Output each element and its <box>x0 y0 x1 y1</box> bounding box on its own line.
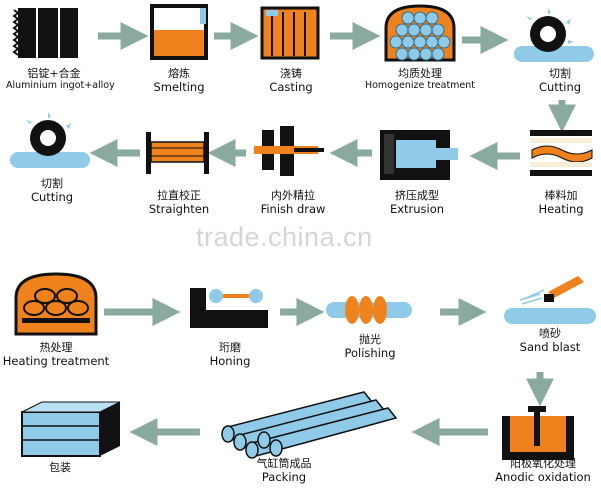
label-en: Polishing <box>344 345 396 360</box>
step-label-package: 包装 <box>32 461 88 475</box>
extruder-icon <box>380 130 458 180</box>
mold-icon <box>260 6 320 60</box>
step-label-cutting-1: 切割 Cutting <box>522 67 598 94</box>
step-label-homogenize: 均质处理 Homogenize treatment <box>364 67 476 92</box>
label-zh: 内外精拉 <box>271 189 315 202</box>
label-en: Heating treatment <box>2 353 110 368</box>
label-zh: 珩磨 <box>219 341 241 354</box>
label-en: Homogenize treatment <box>364 79 476 91</box>
straightener-icon <box>146 132 209 174</box>
label-zh: 阳极氧化处理 <box>510 457 576 470</box>
label-zh: 切割 <box>41 177 63 190</box>
label-en: Honing <box>209 353 251 368</box>
label-zh: 挤压成型 <box>395 189 439 202</box>
step-label-polishing: 抛光 Polishing <box>330 333 410 360</box>
step-label-sand-blast: 喷砂 Sand blast <box>508 327 592 354</box>
oven-icon <box>14 272 98 336</box>
step-label-heat-treatment: 热处理 Heating treatment <box>2 341 110 368</box>
crucible-icon <box>150 4 208 60</box>
label-zh: 抛光 <box>359 333 381 346</box>
label-zh: 熔炼 <box>168 67 190 80</box>
label-en: Cutting <box>538 79 582 94</box>
polish-icon <box>326 296 412 324</box>
label-zh: 拉直校正 <box>157 189 201 202</box>
label-zh: 铝锭+合金 <box>27 67 81 80</box>
label-zh: 棒料加 <box>544 189 578 202</box>
step-label-ingot: 铝锭+合金 Aluminium ingot+alloy <box>6 67 115 92</box>
step-label-packing: 气缸筒成品 Packing <box>236 457 332 484</box>
label-en: Heating <box>538 201 584 216</box>
label-en: Packing <box>261 469 307 484</box>
ingot-icon <box>12 8 78 58</box>
honing-icon <box>190 288 268 328</box>
label-en: Extrusion <box>389 201 445 216</box>
label-en: Smelting <box>153 79 205 94</box>
label-zh: 气缸筒成品 <box>256 457 312 470</box>
label-zh: 切割 <box>549 67 571 80</box>
label-zh: 喷砂 <box>539 327 561 340</box>
step-label-heating: 棒料加 Heating <box>526 189 596 216</box>
step-label-casting: 浇铸 Casting <box>250 67 332 94</box>
heater-icon <box>530 130 593 176</box>
label-en: Aluminium ingot+alloy <box>6 79 115 91</box>
step-label-cutting-2: 切割 Cutting <box>14 177 90 204</box>
package-icon <box>21 401 121 457</box>
label-en: Sand blast <box>519 339 581 354</box>
step-label-honing: 珩磨 Honing <box>192 341 268 368</box>
label-zh: 浇铸 <box>280 67 302 80</box>
step-label-straighten: 拉直校正 Straighten <box>134 189 224 216</box>
step-label-anodic-oxidation: 阳极氧化处理 Anodic oxidation <box>486 457 600 484</box>
label-en: Anodic oxidation <box>495 469 591 484</box>
step-label-smelting: 熔炼 Smelting <box>138 67 220 94</box>
draw-bench-icon <box>254 126 324 176</box>
sandblast-icon <box>504 276 596 324</box>
step-label-extrusion: 挤压成型 Extrusion <box>376 189 458 216</box>
label-en: Finish draw <box>260 201 326 216</box>
label-en: Straighten <box>148 201 210 216</box>
label-en: Cutting <box>30 189 74 204</box>
label-zh: 包装 <box>49 461 71 474</box>
label-zh: 均质处理 <box>398 67 442 80</box>
saw-icon <box>10 112 90 168</box>
watermark: trade.china.cn <box>196 222 373 252</box>
tubes-icon <box>221 391 398 459</box>
step-label-finish-draw: 内外精拉 Finish draw <box>250 189 336 216</box>
label-en: Casting <box>269 79 313 94</box>
furnace-icon <box>384 4 456 62</box>
anodize-tank-icon <box>502 406 574 460</box>
label-zh: 热处理 <box>39 341 73 354</box>
saw-icon <box>514 8 594 62</box>
